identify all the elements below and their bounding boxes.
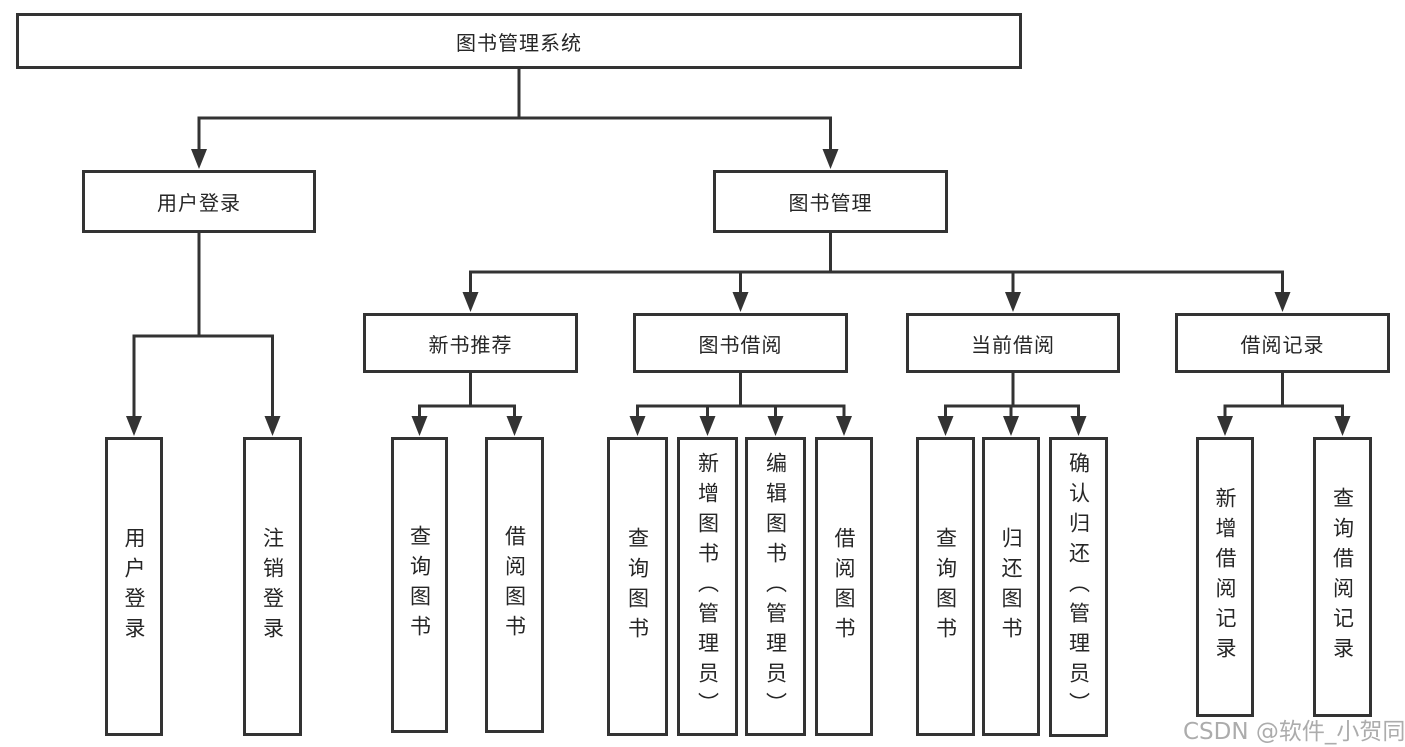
arrowhead-icon <box>506 416 523 436</box>
node-label: 归还图书 <box>999 526 1023 647</box>
arrowhead-icon <box>937 416 954 436</box>
arrowhead-icon <box>264 416 281 436</box>
arrowhead-icon <box>1274 292 1291 312</box>
node-br-query: 查询借阅记录 <box>1313 437 1372 717</box>
arrowhead-icon <box>462 292 479 312</box>
node-label: 新增借阅记录 <box>1213 487 1237 667</box>
node-borrow-records: 借阅记录 <box>1175 313 1390 373</box>
arrowhead-icon <box>732 292 749 312</box>
node-cb-query: 查询图书 <box>916 437 975 736</box>
arrowhead-icon <box>1217 416 1233 436</box>
node-book-borrow: 图书借阅 <box>633 313 848 373</box>
arrowhead-icon <box>822 149 839 169</box>
node-label: 查询图书 <box>407 525 432 645</box>
node-label: 查询图书 <box>625 526 650 647</box>
node-label: 借阅记录 <box>1240 332 1325 357</box>
arrowhead-icon <box>836 416 852 436</box>
node-label: 借阅图书 <box>832 526 856 647</box>
node-current-borrow: 当前借阅 <box>906 313 1120 373</box>
arrowhead-icon <box>126 416 142 436</box>
arrowhead-icon <box>699 416 716 436</box>
node-book-mgmt: 图书管理 <box>713 170 948 233</box>
watermark: CSDN @软件_小贺同学 <box>1183 719 1405 745</box>
node-user-login: 用户登录 <box>82 170 316 233</box>
node-label: 编辑图书（管理员） <box>763 451 788 722</box>
node-login: 用户登录 <box>105 437 163 736</box>
arrowhead-icon <box>1334 416 1351 436</box>
node-label: 用户登录 <box>157 191 241 215</box>
node-logout: 注销登录 <box>243 437 302 736</box>
node-bb-add: 新增图书（管理员） <box>677 437 738 736</box>
arrowhead-icon <box>1003 416 1019 436</box>
node-nbr-query: 查询图书 <box>391 437 448 733</box>
node-label: 查询借阅记录 <box>1330 487 1355 667</box>
node-cb-return: 归还图书 <box>982 437 1040 736</box>
arrowhead-icon <box>411 416 428 436</box>
node-bb-edit: 编辑图书（管理员） <box>745 437 806 736</box>
node-label: 新增图书（管理员） <box>695 451 720 722</box>
arrowhead-icon <box>1070 416 1087 436</box>
node-label: 当前借阅 <box>971 332 1055 357</box>
arrowhead-icon <box>767 416 784 436</box>
node-label: 图书管理系统 <box>456 30 582 55</box>
node-label: 查询图书 <box>933 526 958 647</box>
node-label: 用户登录 <box>122 526 146 647</box>
node-root: 图书管理系统 <box>16 13 1022 69</box>
node-nbr-borrow: 借阅图书 <box>485 437 544 733</box>
arrowhead-icon <box>1005 292 1021 312</box>
arrowhead-icon <box>629 416 646 436</box>
node-cb-confirm: 确认归还（管理员） <box>1049 437 1108 737</box>
node-label: 图书借阅 <box>698 332 783 357</box>
node-bb-borrow: 借阅图书 <box>815 437 873 736</box>
node-br-add: 新增借阅记录 <box>1196 437 1254 717</box>
node-label: 注销登录 <box>260 526 285 647</box>
node-bb-query: 查询图书 <box>607 437 668 736</box>
node-label: 借阅图书 <box>502 525 527 645</box>
node-label: 新书推荐 <box>428 332 513 357</box>
node-label: 确认归还（管理员） <box>1066 452 1091 722</box>
node-new-book-rec: 新书推荐 <box>363 313 578 373</box>
arrowhead-icon <box>191 149 207 169</box>
node-label: 图书管理 <box>788 191 873 215</box>
